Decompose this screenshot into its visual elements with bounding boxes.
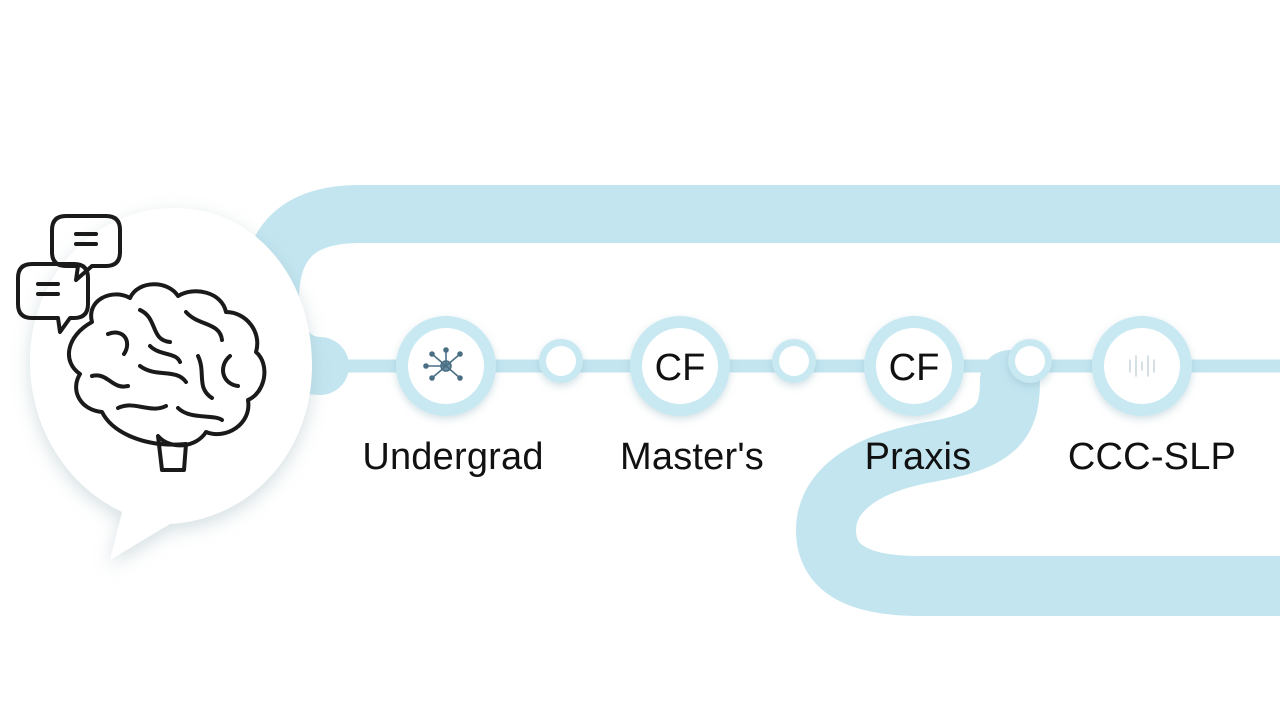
connector-dot-1 (539, 339, 583, 383)
step-node-ccc-slp (1092, 316, 1192, 416)
masters-icon-text: CF (655, 347, 706, 389)
step-node-praxis: CF (864, 316, 964, 416)
praxis-icon-text: CF (889, 347, 940, 389)
step-node-undergrad (396, 316, 496, 416)
lower-track-loop (795, 350, 1280, 616)
connector-dot-2 (772, 339, 816, 383)
step-label-ccc-slp: CCC-SLP (1067, 436, 1237, 478)
brain-speech-bubble (30, 208, 312, 560)
step-label-masters: Master's (620, 436, 764, 478)
step-node-masters: CF (630, 316, 730, 416)
sound-wave-icon (1129, 355, 1155, 377)
brain-with-speech-bubbles-icon (16, 214, 267, 472)
step-label-undergrad: Undergrad (362, 436, 544, 478)
neuron-icon (423, 347, 463, 381)
connector-dot-3 (1008, 339, 1052, 383)
step-label-praxis: Praxis (864, 436, 972, 478)
